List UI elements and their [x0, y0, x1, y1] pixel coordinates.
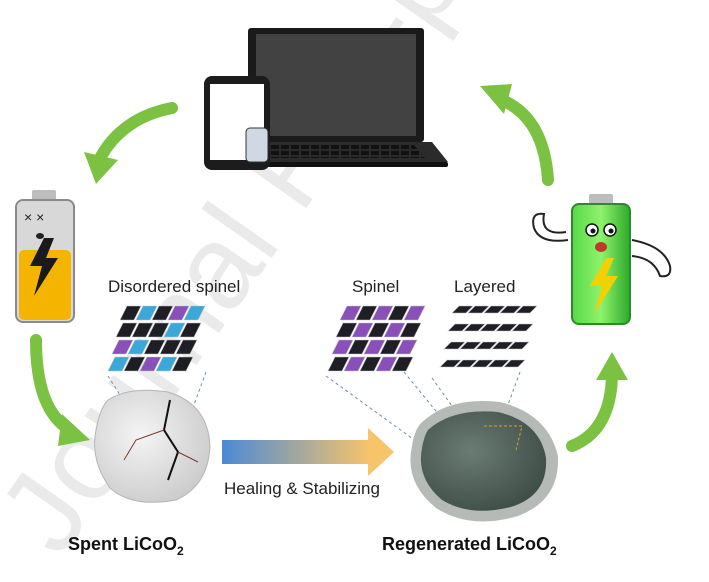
label-layered: Layered — [454, 277, 515, 296]
regenerated-particle — [410, 400, 559, 522]
strong-battery-icon — [532, 194, 672, 325]
label-disordered-spinel: Disordered spinel — [108, 277, 240, 296]
layered-lattice — [439, 305, 538, 368]
regen-sub: 2 — [550, 544, 557, 558]
laptop-icon — [224, 28, 448, 167]
label-spent-licoo2: Spent LiCoO2 — [68, 534, 184, 558]
svg-text:× ×: × × — [24, 209, 44, 225]
cycle-arrow-bottom-right — [566, 352, 628, 452]
healing-arrow — [222, 428, 394, 476]
disordered-spinel-lattice — [107, 305, 206, 372]
regen-main: Regenerated LiCoO — [382, 534, 550, 554]
label-spinel: Spinel — [352, 277, 399, 296]
spent-main: Spent LiCoO — [68, 534, 177, 554]
smartphone-icon — [204, 76, 270, 170]
label-regenerated-licoo2: Regenerated LiCoO2 — [382, 534, 557, 558]
cycle-arrow-top-left — [84, 102, 178, 184]
label-healing-stabilizing: Healing & Stabilizing — [224, 479, 380, 498]
dead-battery-icon: × × — [15, 190, 75, 323]
spinel-lattice — [327, 305, 426, 372]
cycle-arrow-bottom-left — [30, 334, 90, 446]
spent-particle — [94, 389, 211, 503]
spent-sub: 2 — [177, 544, 184, 558]
cycle-arrow-top-right — [480, 84, 554, 186]
